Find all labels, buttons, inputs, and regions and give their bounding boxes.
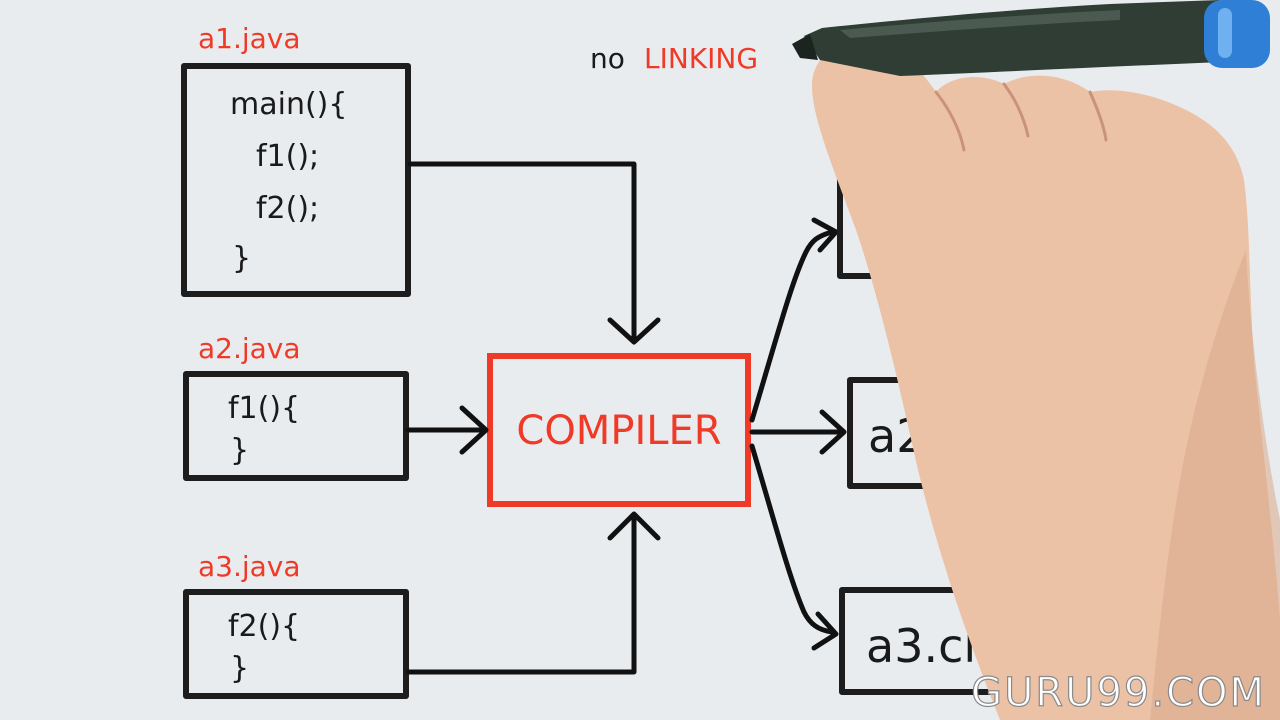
source-box	[183, 371, 409, 481]
arrowhead-right-icon	[811, 217, 839, 253]
arrowhead-right-icon	[819, 409, 847, 455]
marker-cap-shine	[1218, 8, 1232, 58]
marker-tip	[792, 34, 818, 60]
source-box	[181, 63, 411, 297]
source-box	[183, 589, 409, 699]
code-line: f1();	[256, 139, 319, 174]
arrowhead-up-icon	[607, 511, 661, 541]
output-connectors	[749, 217, 847, 651]
note-prefix: no	[590, 42, 625, 75]
connector-compiler-to-out1	[749, 229, 835, 423]
hand-shape	[812, 43, 1280, 720]
compiler-box	[487, 353, 751, 507]
source-file-a2: a2.java f1(){ }	[183, 332, 409, 481]
source-filename: a1.java	[198, 22, 301, 55]
code-line: main(){	[230, 87, 347, 122]
connector-a3-to-compiler	[405, 515, 637, 675]
hand-shadow	[1150, 250, 1280, 720]
arrowhead-right-icon	[811, 611, 839, 651]
source-filename: a3.java	[198, 550, 301, 583]
connector-compiler-to-out3	[749, 443, 835, 635]
connector-a1-to-compiler	[407, 161, 637, 341]
watermark-logo: GURU99.COM	[971, 670, 1266, 716]
note-highlight: LINKING	[644, 42, 758, 75]
marker-cap	[1204, 0, 1270, 68]
knuckle-line	[1002, 82, 1030, 138]
arrowhead-right-icon	[459, 405, 489, 455]
arrowhead-down-icon	[607, 317, 661, 345]
knuckle-line	[1088, 90, 1108, 142]
source-file-a1: a1.java main(){ f1(); f2(); }	[181, 22, 411, 297]
input-connectors	[405, 161, 661, 675]
code-line: }	[230, 433, 249, 468]
compiler-label: COMPILER	[516, 408, 721, 454]
code-line: f2(){	[228, 609, 300, 644]
code-line: }	[230, 651, 249, 686]
source-file-a3: a3.java f2(){ }	[183, 550, 409, 699]
marker-body	[804, 0, 1224, 76]
knuckle-line	[934, 90, 966, 152]
source-filename: a2.java	[198, 332, 301, 365]
linking-note: no LINKING	[590, 42, 758, 75]
code-line: }	[232, 241, 251, 276]
code-line: f2();	[256, 191, 319, 226]
hand-illustration	[792, 0, 1280, 720]
code-line: f1(){	[228, 391, 300, 426]
marker-highlight	[840, 10, 1120, 38]
compiler-node: COMPILER	[487, 353, 751, 507]
